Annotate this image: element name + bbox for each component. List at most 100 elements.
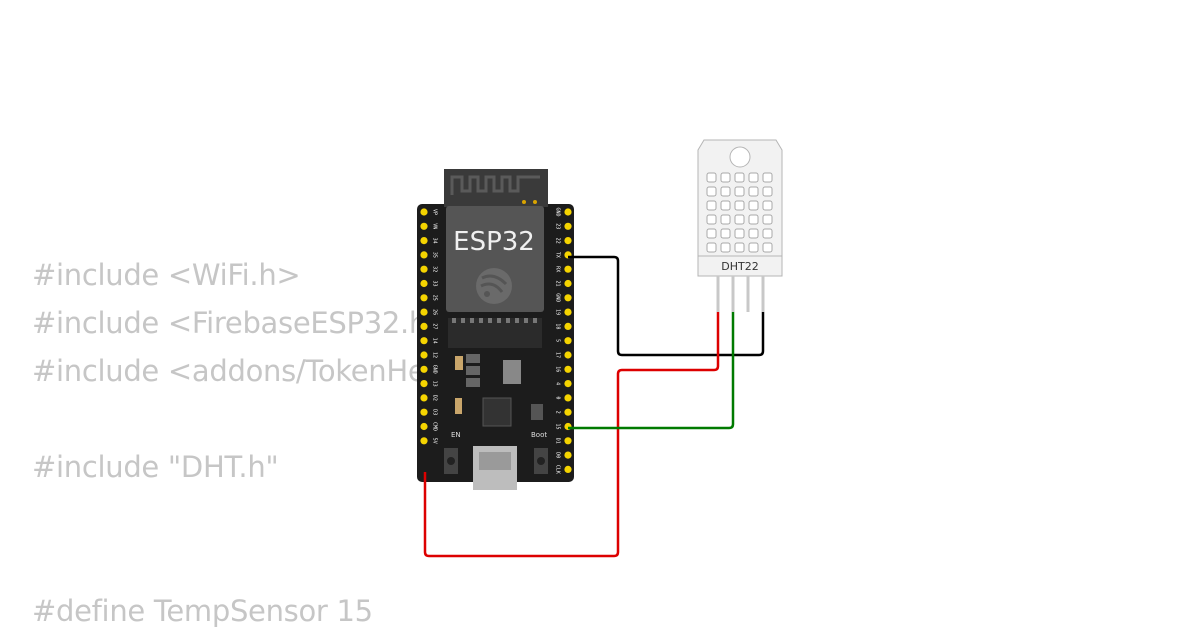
pin[interactable] [420, 294, 428, 302]
pin-label: 12 [432, 352, 438, 358]
pin[interactable] [564, 294, 572, 302]
vent-slot [706, 228, 717, 239]
vent-slot [734, 242, 745, 253]
pin-label: 32 [432, 266, 438, 272]
pin-label: 19 [555, 309, 561, 315]
vent-slot [734, 172, 745, 183]
sensor-label: DHT22 [721, 260, 758, 273]
pin-label: 4 [555, 382, 561, 385]
pin[interactable] [564, 237, 572, 245]
pin[interactable] [420, 408, 428, 416]
rf-shield [446, 206, 544, 312]
wire-gnd[interactable] [568, 255, 765, 357]
pin-label: 33 [432, 280, 438, 286]
pin[interactable] [564, 365, 572, 373]
pin-label: 0 [555, 396, 561, 399]
vent-slot [734, 228, 745, 239]
espressif-logo-icon [476, 268, 512, 304]
pin[interactable] [420, 222, 428, 230]
pin[interactable] [420, 322, 428, 330]
pin-label: D2 [432, 395, 438, 401]
pin-label: 35 [432, 252, 438, 258]
pin[interactable] [420, 337, 428, 345]
pin[interactable] [420, 251, 428, 259]
vent-slot [706, 172, 717, 183]
pin[interactable] [564, 279, 572, 288]
pin-label: VP [432, 209, 438, 215]
pin[interactable] [564, 465, 572, 473]
pin-label: 18 [555, 323, 561, 329]
pin[interactable] [564, 208, 572, 216]
esp32-board[interactable]: ESP32 EN Boot [417, 169, 574, 490]
pin[interactable] [420, 237, 428, 245]
vent-slot [720, 242, 731, 253]
pin[interactable] [564, 437, 572, 445]
vent-slot [748, 214, 759, 225]
pin[interactable] [420, 422, 428, 431]
vent-slot [720, 172, 731, 183]
pin-label: 16 [555, 366, 561, 372]
vent-slot [706, 214, 717, 225]
pin[interactable] [564, 308, 572, 316]
vent-slot [762, 172, 773, 183]
antenna-trace [450, 175, 540, 195]
usb-chip [482, 397, 512, 427]
wire-vcc[interactable] [423, 312, 720, 558]
wire-data[interactable] [568, 312, 735, 430]
pin[interactable] [564, 265, 572, 273]
pin-label: GND [432, 365, 438, 374]
pin[interactable] [420, 437, 428, 445]
pin[interactable] [564, 394, 572, 402]
pin-label: 15 [555, 423, 561, 429]
pin[interactable] [420, 351, 428, 359]
vent-slot [720, 186, 731, 197]
vent-slot [748, 228, 759, 239]
pin[interactable] [420, 380, 428, 388]
pin[interactable] [420, 308, 428, 316]
vent-slot [762, 186, 773, 197]
pin-label: 2 [555, 411, 561, 414]
board-title: ESP32 [453, 227, 535, 257]
vent-slot [734, 214, 745, 225]
dht22-sensor[interactable]: DHT22 [697, 139, 783, 312]
vent-slot [720, 214, 731, 225]
vent-slot [720, 200, 731, 211]
pin-label: CLK [555, 465, 561, 474]
code-line: #include <FirebaseESP32.h> [32, 306, 451, 340]
pin[interactable] [564, 351, 572, 359]
code-line: #include <WiFi.h> [32, 258, 301, 292]
pin-label: 26 [432, 309, 438, 315]
pin[interactable] [420, 279, 428, 288]
sensor-vent-grid [706, 172, 773, 253]
pin[interactable] [420, 365, 428, 373]
vent-slot [706, 186, 717, 197]
pin[interactable] [564, 380, 572, 388]
vent-slot [748, 242, 759, 253]
pin-label: GND [555, 207, 561, 216]
vent-slot [748, 200, 759, 211]
pin-label: RX [555, 266, 561, 272]
pin[interactable] [564, 337, 572, 345]
pin-label: 27 [432, 323, 438, 329]
boot-label: Boot [531, 431, 547, 439]
code-line: #define TempSensor 15 [32, 594, 373, 628]
transistor [466, 354, 480, 363]
antenna-area [444, 169, 548, 207]
pin[interactable] [564, 451, 572, 459]
pin[interactable] [564, 408, 572, 416]
pin[interactable] [564, 322, 572, 330]
pin-label: GND [555, 293, 561, 302]
vent-slot [762, 228, 773, 239]
vent-slot [706, 242, 717, 253]
mount-hole [729, 146, 751, 168]
capacitor [455, 356, 463, 370]
pin[interactable] [420, 208, 428, 216]
vent-slot [734, 186, 745, 197]
pin-label: 25 [432, 295, 438, 301]
pin[interactable] [420, 265, 428, 273]
pin[interactable] [420, 394, 428, 402]
pin[interactable] [564, 222, 572, 230]
